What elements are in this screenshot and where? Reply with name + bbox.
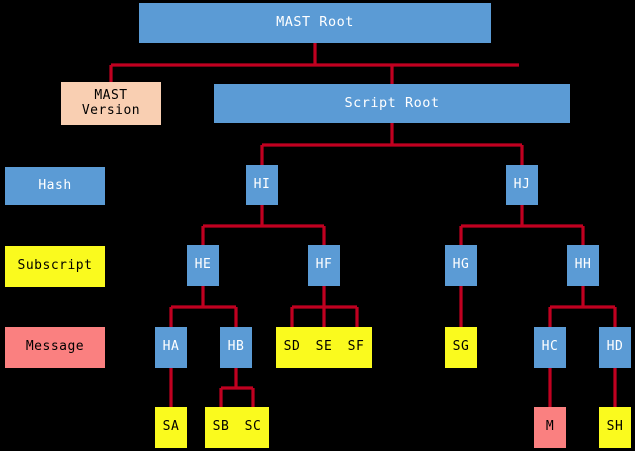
node-mast-root[interactable]: MAST Root bbox=[139, 3, 491, 43]
node-script-root[interactable]: Script Root bbox=[214, 84, 570, 123]
node-ha[interactable]: HA bbox=[155, 327, 187, 368]
node-sa[interactable]: SA bbox=[155, 407, 187, 448]
node-sg[interactable]: SG bbox=[445, 327, 477, 368]
node-hi[interactable]: HI bbox=[246, 165, 278, 205]
node-m[interactable]: M bbox=[534, 407, 566, 448]
node-sh[interactable]: SH bbox=[599, 407, 631, 448]
node-se[interactable]: SE bbox=[308, 327, 340, 368]
node-hd[interactable]: HD bbox=[599, 327, 631, 368]
node-hc[interactable]: HC bbox=[534, 327, 566, 368]
node-hb[interactable]: HB bbox=[220, 327, 252, 368]
legend-subscript: Subscript bbox=[5, 246, 105, 287]
node-sd[interactable]: SD bbox=[276, 327, 308, 368]
node-hh[interactable]: HH bbox=[567, 245, 599, 286]
node-sc[interactable]: SC bbox=[237, 407, 269, 448]
legend-hash: Hash bbox=[5, 167, 105, 205]
node-hf[interactable]: HF bbox=[308, 245, 340, 286]
node-he[interactable]: HE bbox=[187, 245, 219, 286]
node-hg[interactable]: HG bbox=[445, 245, 477, 286]
legend-message: Message bbox=[5, 327, 105, 368]
node-sb[interactable]: SB bbox=[205, 407, 237, 448]
node-sf[interactable]: SF bbox=[340, 327, 372, 368]
node-mast-version[interactable]: MAST Version bbox=[61, 82, 161, 125]
node-hj[interactable]: HJ bbox=[506, 165, 538, 205]
